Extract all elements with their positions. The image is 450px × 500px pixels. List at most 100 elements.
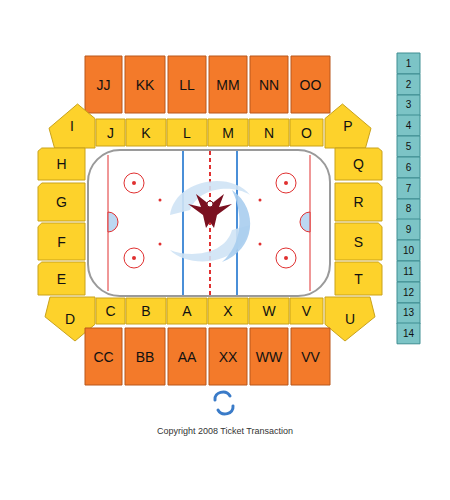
section-shape — [397, 53, 420, 74]
section-label: OO — [300, 77, 322, 93]
seating-section: N — [249, 119, 289, 146]
section-shape — [397, 157, 420, 178]
section-label: G — [56, 194, 67, 210]
section-label: F — [57, 234, 66, 250]
row-number-box: 14 — [397, 323, 420, 344]
seating-section: LL — [168, 56, 206, 113]
section-shape — [397, 178, 420, 199]
seating-section: I — [49, 104, 95, 148]
seating-section: K — [126, 119, 166, 146]
section-shape — [38, 148, 85, 180]
section-label: WW — [256, 349, 282, 365]
section-shape — [325, 104, 371, 148]
blue-line — [236, 151, 238, 295]
seating-section: H — [38, 148, 85, 180]
section-shape — [38, 262, 85, 295]
seating-section: W — [249, 298, 289, 324]
section-label: 2 — [406, 79, 412, 90]
row-number-box: 4 — [397, 115, 420, 136]
seating-section: J — [96, 119, 125, 146]
seating-section: BB — [125, 328, 165, 385]
section-label: N — [264, 125, 274, 141]
section-shape — [250, 328, 288, 385]
section-label: H — [56, 156, 66, 172]
section-label: C — [105, 303, 115, 319]
section-shape — [208, 119, 248, 146]
section-label: R — [353, 194, 363, 210]
section-shape — [291, 328, 330, 385]
seating-section: OO — [291, 56, 330, 113]
section-shape — [85, 56, 122, 113]
goal-crease — [300, 212, 310, 232]
section-shape — [335, 183, 382, 221]
seating-section: NN — [250, 56, 288, 113]
section-shape — [290, 298, 323, 324]
section-shape — [167, 298, 207, 324]
seating-section: VV — [291, 328, 330, 385]
section-shape — [335, 223, 382, 260]
section-label: CC — [93, 349, 113, 365]
section-label: KK — [136, 77, 155, 93]
section-shape — [397, 199, 420, 220]
section-shape — [397, 115, 420, 136]
section-label: U — [345, 311, 355, 327]
section-label: 6 — [406, 162, 412, 173]
row-number-box: 2 — [397, 74, 420, 95]
section-label: A — [182, 303, 191, 319]
faceoff-circles — [124, 173, 296, 268]
section-label: X — [223, 303, 232, 319]
row-number-box: 12 — [397, 282, 420, 303]
section-label: 13 — [403, 307, 414, 318]
section-shape — [126, 298, 166, 324]
section-shape — [325, 297, 375, 341]
seating-section: JJ — [85, 56, 122, 113]
row-number-box: 10 — [397, 240, 420, 261]
section-shape — [397, 219, 420, 240]
seating-section: CC — [85, 328, 122, 385]
faceoff-dots — [132, 181, 288, 260]
section-label: K — [141, 125, 150, 141]
section-label: 8 — [406, 203, 412, 214]
section-label: P — [343, 118, 352, 134]
seating-section: X — [208, 298, 248, 324]
section-label: W — [262, 303, 275, 319]
section-shape — [96, 298, 125, 324]
section-label: L — [183, 125, 191, 141]
seating-section: AA — [168, 328, 206, 385]
seating-section: M — [208, 119, 248, 146]
section-shape — [397, 240, 420, 261]
section-label: T — [354, 271, 363, 287]
section-shape — [168, 328, 206, 385]
section-shape — [397, 323, 420, 344]
section-shape — [209, 56, 247, 113]
row-number-box: 1 — [397, 53, 420, 74]
section-label: BB — [136, 349, 155, 365]
section-label: AA — [178, 349, 197, 365]
section-shape — [291, 56, 330, 113]
goal-crease — [108, 212, 118, 232]
section-shape — [208, 298, 248, 324]
row-number-box: 3 — [397, 95, 420, 116]
section-shape — [397, 136, 420, 157]
section-shape — [125, 328, 165, 385]
section-shape — [397, 261, 420, 282]
seating-section: R — [335, 183, 382, 221]
section-shape — [397, 95, 420, 116]
ice-rink — [88, 150, 330, 296]
seating-section: Q — [335, 148, 382, 180]
section-shape — [249, 298, 289, 324]
center-logo — [170, 181, 250, 262]
seating-section: KK — [125, 56, 165, 113]
section-label: 11 — [403, 266, 413, 277]
section-label: VV — [301, 349, 320, 365]
row-number-box: 11 — [397, 261, 420, 282]
section-shape — [397, 303, 420, 324]
seating-section: B — [126, 298, 166, 324]
section-label: 10 — [403, 245, 414, 256]
section-label: D — [65, 311, 75, 327]
section-shape — [38, 223, 85, 260]
seating-section: XX — [209, 328, 247, 385]
section-shape — [38, 183, 85, 221]
seating-section: E — [38, 262, 85, 295]
seating-section: F — [38, 223, 85, 260]
